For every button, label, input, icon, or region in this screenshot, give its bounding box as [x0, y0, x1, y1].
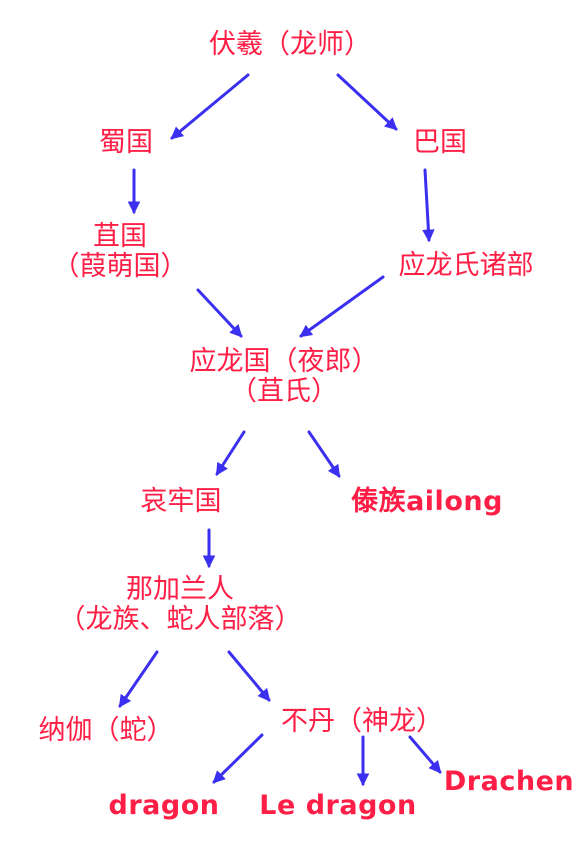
node-naga-people: 那加兰人 （龙族、蛇人部落）	[59, 575, 302, 635]
node-drachen-de: Drachen	[444, 767, 574, 797]
edge-budan-drachen-de	[408, 735, 442, 774]
edge-yinglong-clans-yinglong-kingdom	[299, 275, 385, 338]
node-drachen-de-label: Drachen	[443, 766, 575, 797]
node-naga-label: 纳伽（蛇）	[38, 715, 174, 746]
edge-fuxi-shu	[170, 73, 250, 140]
node-yinglong-kingdom: 应龙国（夜郎） （苴氏）	[190, 347, 379, 407]
node-ba-label: 巴国	[413, 127, 467, 158]
edge-budan-dragon-en	[212, 733, 264, 784]
edge-ju-yinglong-kingdom	[196, 288, 243, 338]
node-yinglong-kingdom-label: 应龙国（夜郎）	[189, 346, 379, 377]
node-shu: 蜀国	[99, 128, 153, 158]
node-naga-people-label: 那加兰人	[126, 574, 234, 605]
node-shu-label: 蜀国	[99, 127, 153, 158]
node-fuxi-label: 伏羲（龙师）	[209, 29, 371, 60]
edge-naga-people-naga	[118, 650, 159, 708]
node-ju: 苴国 （葭萌国）	[53, 222, 188, 282]
node-dragon-fr-label: Le dragon	[259, 790, 417, 821]
node-fuxi: 伏羲（龙师）	[209, 30, 371, 60]
node-ailao: 哀牢国	[141, 487, 222, 517]
node-budan: 不丹（神龙）	[281, 707, 443, 737]
node-ba: 巴国	[413, 128, 467, 158]
node-dragon-en-label: dragon	[108, 790, 220, 821]
node-yinglong-kingdom-alias: （苴氏）	[230, 376, 338, 407]
node-dragon-fr: Le dragon	[259, 791, 416, 821]
node-yinglong-clans-label: 应龙氏诸部	[398, 250, 534, 281]
node-naga-people-alias: （龙族、蛇人部落）	[58, 604, 302, 635]
edge-ba-yinglong-clans	[422, 168, 435, 243]
node-dai: 傣族ailong	[351, 487, 503, 517]
node-dai-label: 傣族ailong	[351, 486, 503, 517]
node-budan-label: 不丹（神龙）	[281, 706, 443, 737]
edge-fuxi-ba	[336, 73, 398, 131]
node-ju-alias: （葭萌国）	[52, 251, 188, 282]
node-dragon-en: dragon	[109, 791, 220, 821]
edge-yinglong-kingdom-ailao	[215, 430, 246, 476]
edge-naga-people-budan	[227, 650, 271, 702]
node-naga: 纳伽（蛇）	[39, 716, 174, 746]
edge-yinglong-kingdom-dai	[307, 430, 341, 478]
node-yinglong-clans: 应龙氏诸部	[399, 251, 534, 281]
node-ju-label: 苴国	[93, 221, 147, 252]
node-ailao-label: 哀牢国	[140, 486, 222, 517]
